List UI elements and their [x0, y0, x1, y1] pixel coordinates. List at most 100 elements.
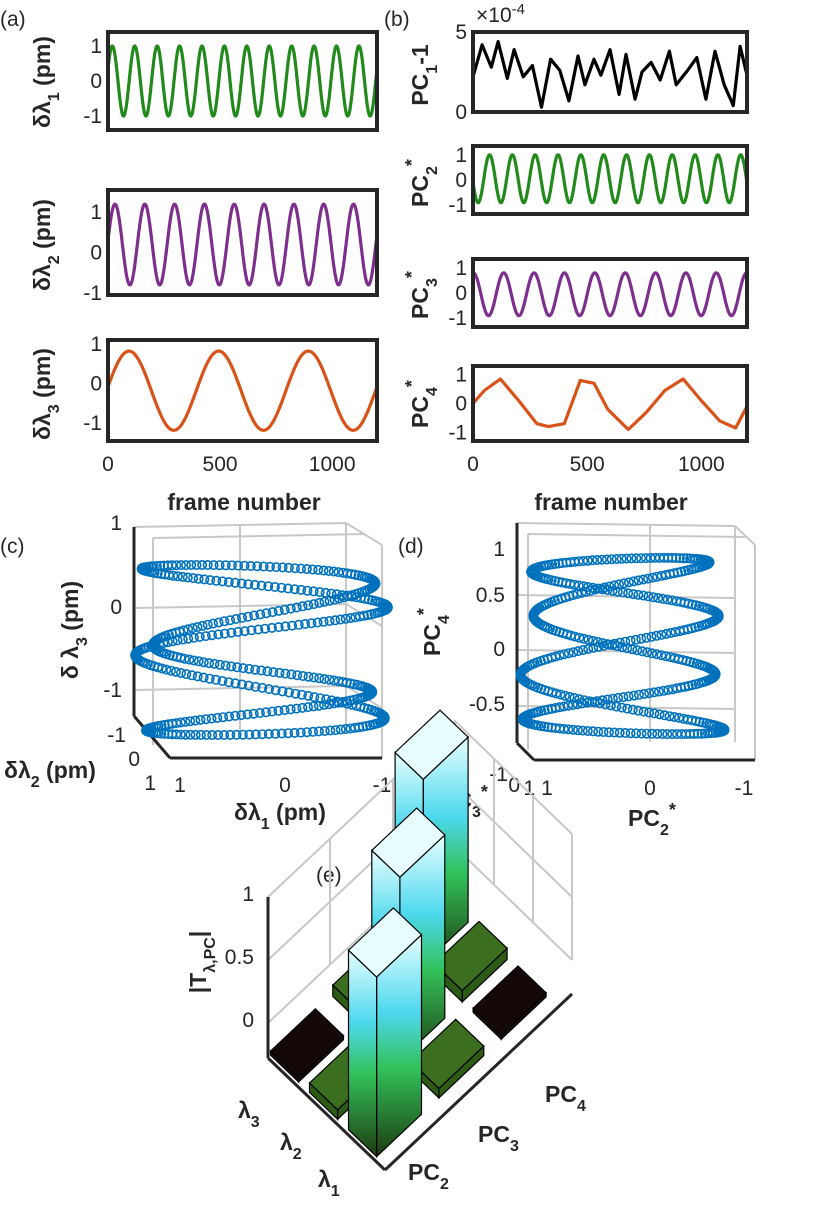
sc-c-point-208: [291, 602, 302, 613]
sc-d-point-415: [641, 728, 652, 739]
sc-d-point-238: [658, 685, 669, 696]
sc-c-point-456: [200, 631, 211, 642]
sc-d-point-280: [611, 701, 622, 712]
sc-c-point-401: [254, 707, 265, 718]
sc-c-point-156: [330, 615, 341, 626]
sc-c-point-284: [296, 689, 307, 700]
sc-c-point-406: [171, 718, 182, 729]
panel-label-a: (a): [0, 8, 26, 31]
e-ztick-0: 1: [242, 883, 254, 906]
bar-e-0-0-side: [347, 948, 378, 1159]
sc-c-point-378: [188, 655, 199, 666]
sc-c-point-210: [255, 609, 266, 620]
sc-c-point-3: [335, 614, 346, 625]
scatter3d-d-points: [515, 552, 730, 740]
sc-c-point-39: [283, 562, 294, 573]
sc-c-point-359: [329, 594, 340, 605]
series-line-b4-0: [471, 377, 749, 432]
sc-c-point-419: [237, 729, 248, 740]
sc-c-point-349: [338, 567, 349, 578]
sc-d-point-257: [568, 724, 579, 735]
c-xtick-1: 0: [279, 774, 291, 797]
sc-c-point-283: [315, 693, 326, 704]
sc-d-point-389: [687, 680, 698, 691]
sc-c-point-20: [223, 577, 234, 588]
sc-d-point-406: [523, 718, 534, 729]
sc-c-point-388: [349, 679, 360, 690]
sc-d-point-407: [530, 719, 541, 730]
ytick-b3-0: 1: [455, 257, 467, 280]
sc-d-point-262: [647, 728, 658, 739]
sc-d-point-436: [569, 692, 580, 703]
sc-c-point-213: [202, 619, 213, 630]
ytick-a3-0: 1: [90, 333, 102, 356]
sc-c-point-93: [279, 705, 290, 716]
sc-c-point-262: [175, 729, 186, 740]
sc-d-point-9: [657, 593, 668, 604]
sc-d-point-167: [587, 582, 598, 593]
sc-d-point-201: [642, 573, 653, 584]
d-xlabel: PC2*: [628, 800, 676, 839]
ytick-b3-1: 0: [455, 282, 467, 305]
sc-c-point-342: [214, 560, 225, 571]
ytick-b3-2: -1: [448, 307, 467, 330]
sc-d-point-147: [636, 633, 647, 644]
ytick-b2-1: 0: [455, 169, 467, 192]
sc-c-point-19: [243, 579, 254, 590]
sc-c-point-265: [225, 729, 236, 740]
ytick-b4-0: 1: [455, 364, 467, 387]
sc-c-point-425: [345, 723, 356, 734]
sc-c-point-135: [211, 674, 222, 685]
sc-d-point-411: [577, 725, 588, 736]
sc-c-point-346: [289, 563, 300, 574]
sc-c-point-188: [202, 559, 213, 570]
bar3d-e-bars: [269, 709, 547, 1159]
sc-d-point-335: [582, 555, 593, 566]
sc-c-point-387: [337, 676, 348, 687]
sc-c-point-290: [181, 669, 192, 680]
sc-d-point-429: [678, 713, 689, 724]
sc-c-point-439: [263, 684, 274, 695]
sc-c-point-340: [181, 560, 192, 571]
sc-d-point-316: [653, 592, 664, 603]
sc-c-point-171: [269, 581, 280, 592]
sc-c-point-116: [307, 726, 318, 737]
sc-d-point-360: [564, 591, 575, 602]
sc-d-point-277: [659, 710, 670, 721]
sc-d-point-339: [640, 553, 651, 564]
sc-d-point-165: [617, 587, 628, 598]
sc-d-point-333: [557, 557, 568, 568]
sc-c-point-247: [267, 706, 278, 717]
sc-d-point-258: [582, 725, 593, 736]
sc-d-point-263: [662, 729, 673, 740]
sc-c-point-271: [335, 724, 346, 735]
plot-frame-a1: [106, 30, 379, 132]
d-ztick-1: 0.5: [476, 584, 505, 607]
panel-b2-ylabel: PC2*: [402, 159, 441, 207]
sc-d-point-432: [633, 705, 644, 716]
sc-c-point-386: [324, 674, 335, 685]
sc-c-point-285: [277, 686, 288, 697]
sc-c-point-266: [244, 729, 255, 740]
sc-c-point-426: [357, 721, 368, 732]
sc-c-point-440: [243, 680, 254, 691]
sc-c-point-56: [267, 607, 278, 618]
e-row-label-2: λ1: [318, 1166, 340, 1200]
sc-d-point-259: [598, 726, 609, 737]
sc-c-point-399: [291, 703, 302, 714]
sc-d-point-149: [665, 627, 676, 638]
sc-c-point-357: [353, 588, 364, 599]
sc-c-point-408: [150, 721, 161, 732]
sc-d-point-354: [647, 572, 658, 583]
sc-d-point-408: [539, 721, 550, 732]
sc-c-point-442: [204, 673, 215, 684]
sc-d-point-420: [705, 728, 716, 739]
sc-d-point-393: [633, 689, 644, 700]
sc-c-point-325: [256, 580, 267, 591]
sc-d-point-188: [671, 552, 682, 563]
sc-c-point-250: [212, 712, 223, 723]
sc-d-point-391: [663, 684, 674, 695]
sc-d-point-70: [642, 647, 653, 658]
sc-c-point-0: [280, 621, 291, 632]
panel-label-c: (c): [0, 535, 25, 558]
